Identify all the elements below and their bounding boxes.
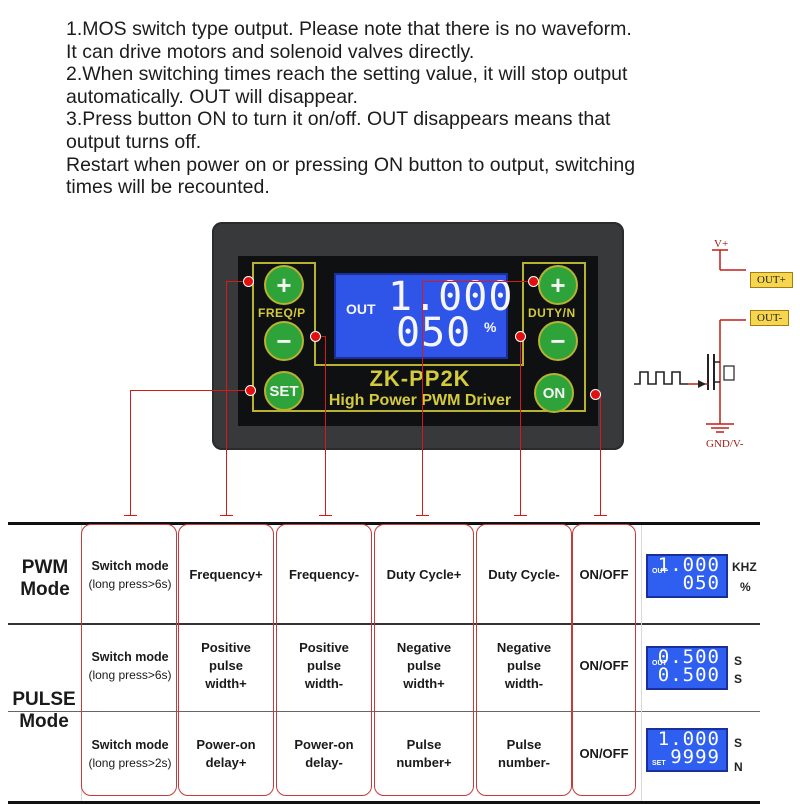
mini-lcd: OUT 0.500 0.500 [646,646,728,690]
freq-minus-button[interactable]: − [264,321,304,361]
unit-label: S [734,736,743,750]
note-line: Restart when power on or pressing ON but… [66,153,636,176]
note-line: automatically. OUT will disappear. [66,85,358,108]
note-line: 3.Press button ON to turn it on/off. OUT… [66,108,611,131]
on-button[interactable]: ON [534,373,574,413]
table-cell: ON/OFF [579,746,629,761]
minus-icon: − [276,326,292,356]
callout-dot [590,389,601,400]
callout-dot [245,385,256,396]
column-outline [374,524,474,796]
unit-label: KHZ [732,560,757,574]
table-cell: Duty Cycle+ [386,567,462,582]
note-line: It can drive motors and solenoid valves … [66,40,475,63]
model-name: ZK-PP2K [369,366,471,391]
mosfet-circuit-icon [634,249,746,433]
callout-dot [310,331,321,342]
instruction-notes: 1.MOS switch type output. Please note th… [66,18,756,199]
lcd-unit: % [484,319,497,335]
note-line: 1.MOS switch type output. Please note th… [66,18,632,40]
duty-plus-button[interactable]: + [538,265,578,305]
note-line: 2.When switching times reach the setting… [66,63,628,86]
pulse-mode-label: PULSE Mode [12,689,76,732]
pwm-mode-label: PWM Mode [20,557,70,600]
out-minus-tag: OUT- [750,310,790,326]
column-outline [178,524,274,796]
set-button-label: SET [269,382,299,400]
table-cell: ON/OFF [579,567,629,582]
duty-label: DUTY/N [528,306,576,320]
unit-label: N [734,760,743,774]
table-cell: Switch mode (long press>6s) [88,559,172,591]
unit-label: S [734,654,743,668]
freq-plus-button[interactable]: + [264,265,304,305]
plus-icon: + [276,270,292,300]
output-schematic: V+ OUT+ OUT- GND/V- [626,214,800,468]
callout-dot [243,276,254,287]
minus-icon: − [550,326,566,356]
lcd-out-indicator: OUT [346,301,376,317]
table-cell: Duty Cycle- [488,567,560,582]
callout-dot [515,331,526,342]
table-cell: Frequency+ [189,567,263,582]
mini-lcd: OUT 1.000 050 [646,554,728,598]
table-cell: Frequency- [288,567,360,582]
table-cell: Switch mode (long press>2s) [88,738,172,770]
lcd-line1: 1.000 [388,274,514,320]
lcd-line2: 050 [396,310,472,356]
freq-label: FREQ/P [258,306,306,320]
vplus-label: V+ [714,238,729,250]
model-subtitle: High Power PWM Driver [328,392,512,409]
gnd-label: GND/V- [706,438,744,450]
duty-minus-button[interactable]: − [538,321,578,361]
unit-label: % [740,580,751,594]
note-line: output turns off. [66,130,202,153]
table-cell: Switch mode (long press>6s) [88,650,172,682]
note-line: times will be recounted. [66,176,270,199]
column-outline [572,524,636,796]
column-outline [81,524,177,796]
column-outline [476,524,572,796]
plus-icon: + [550,270,566,300]
column-outline [276,524,372,796]
out-plus-tag: OUT+ [750,272,793,288]
mini-lcd: SET 1.000 9999 [646,728,728,772]
lcd-display: OUT 1.000 050 % [334,273,512,359]
unit-label: S [734,672,743,686]
on-button-label: ON [542,384,566,402]
callout-dot [528,276,539,287]
table-cell: ON/OFF [579,658,629,673]
function-table: PWM Mode PULSE Mode [8,522,760,804]
set-button[interactable]: SET [264,371,304,411]
